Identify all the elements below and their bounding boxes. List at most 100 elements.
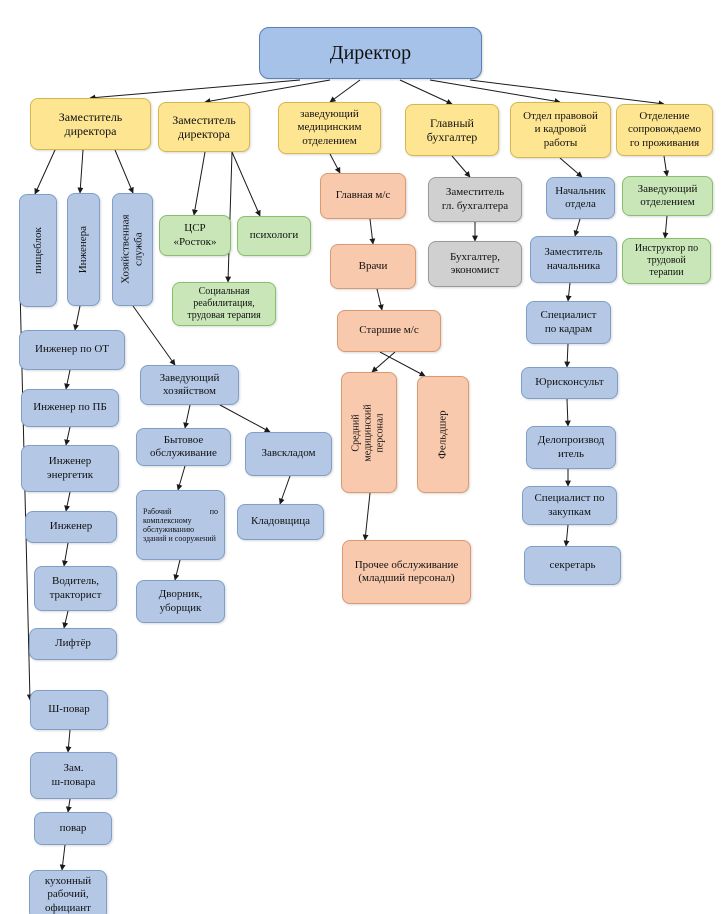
connector-arrow bbox=[362, 492, 371, 541]
node-engineer-label: Инженер bbox=[49, 520, 93, 533]
connector-arrow bbox=[376, 288, 384, 311]
connector-arrow bbox=[64, 426, 71, 446]
node-clerk-label: Делопроизвод итель bbox=[537, 434, 605, 460]
node-maintenance-service: Хозяйственная служба bbox=[112, 193, 153, 306]
node-head-of-household: Заведующий хозяйством bbox=[140, 365, 239, 405]
connector-arrow bbox=[77, 149, 84, 194]
connector-arrow bbox=[564, 343, 571, 368]
node-clerk: Делопроизвод итель bbox=[526, 426, 616, 469]
connector-arrow bbox=[469, 79, 665, 107]
node-legal-hr-department: Отдел правовой и кадровой работы bbox=[510, 102, 611, 158]
node-maintenance-service-label: Хозяйственная служба bbox=[119, 214, 145, 285]
connector-arrow bbox=[451, 155, 471, 178]
node-storekeeper: Кладовщица bbox=[237, 504, 324, 540]
node-deputy-accountant-label: Заместитель гл. бухгалтера bbox=[441, 186, 509, 212]
node-deputy-director-2: Заместитель директора bbox=[158, 102, 250, 152]
node-cook: повар bbox=[34, 812, 112, 845]
connector-arrow bbox=[564, 398, 571, 427]
node-chief-accountant: Главный бухгалтер bbox=[405, 104, 499, 156]
node-secretary: секретарь bbox=[524, 546, 621, 585]
connector-arrow bbox=[65, 798, 72, 813]
node-driver: Водитель, тракторист bbox=[34, 566, 117, 611]
node-hr-specialist: Специалист по кадрам bbox=[526, 301, 611, 344]
connector-arrow bbox=[573, 218, 581, 237]
node-doctors-label: Врачи bbox=[358, 259, 388, 272]
node-department-chief-label: Начальник отдела bbox=[555, 184, 606, 210]
connector-arrow bbox=[61, 542, 69, 567]
node-deputy-chief: Заместитель начальника bbox=[530, 236, 617, 283]
node-senior-nurses-label: Старшие м/с bbox=[359, 324, 419, 337]
node-deputy-chef-label: Зам. ш-повара bbox=[51, 762, 96, 788]
connector-arrow bbox=[278, 475, 291, 505]
node-accountant-economist: Бухгалтер, экономист bbox=[428, 241, 522, 287]
node-maintenance-worker: Рабочий по комплексному обслуживанию зда… bbox=[136, 490, 225, 560]
node-social-rehabilitation-label: Социальная реабилитация, трудовая терапи… bbox=[187, 286, 261, 321]
node-engineers: Инженера bbox=[67, 193, 100, 306]
connector-arrow bbox=[559, 157, 583, 178]
node-csr-rostok: ЦСР «Росток» bbox=[159, 215, 231, 256]
node-head-of-household-label: Заведующий хозяйством bbox=[159, 371, 220, 397]
node-other-service-label: Прочее обслуживание (младший персонал) bbox=[354, 558, 459, 584]
connector-arrow bbox=[219, 404, 271, 433]
connector-arrow bbox=[369, 218, 376, 245]
node-legal-hr-department-label: Отдел правовой и кадровой работы bbox=[523, 110, 598, 149]
node-warehouse-head-label: Завскладом bbox=[261, 447, 316, 460]
node-head-nurse: Главная м/с bbox=[320, 173, 406, 219]
connector-arrow bbox=[64, 491, 71, 512]
node-engineer-energy: Инженер энергетик bbox=[21, 445, 119, 492]
node-senior-nurses: Старшие м/с bbox=[337, 310, 441, 352]
connector-arrow bbox=[563, 524, 570, 547]
node-deputy-director-1-label: Заместитель директора bbox=[58, 109, 123, 138]
node-janitor-label: Дворник, уборщик bbox=[158, 588, 203, 614]
connector-arrow bbox=[371, 351, 396, 373]
node-labor-therapy-instructor-label: Инструктор по трудовой терапии bbox=[634, 243, 699, 278]
connector-arrow bbox=[191, 151, 206, 216]
node-engineer-energy-label: Инженер энергетик bbox=[46, 455, 94, 481]
node-driver-label: Водитель, тракторист bbox=[49, 575, 102, 601]
node-medical-head-label: заведующий медицинским отделением bbox=[297, 108, 362, 147]
connector-arrow bbox=[62, 610, 69, 629]
node-accommodation-head-label: Заведующий отделением bbox=[637, 182, 698, 208]
connector-arrow bbox=[204, 79, 331, 105]
node-deputy-chef: Зам. ш-повара bbox=[30, 752, 117, 799]
node-paramedic: Фельдшер bbox=[417, 376, 469, 493]
connector-arrow bbox=[399, 79, 453, 105]
node-middle-medical-staff: Средний медицинский персонал bbox=[341, 372, 397, 493]
node-deputy-accountant: Заместитель гл. бухгалтера bbox=[428, 177, 522, 222]
node-secretary-label: секретарь bbox=[549, 558, 596, 571]
connector-arrow bbox=[231, 151, 261, 217]
connector-arrow bbox=[565, 282, 572, 302]
node-deputy-director-2-label: Заместитель директора bbox=[172, 112, 236, 141]
node-maintenance-worker-label: Рабочий по комплексному обслуживанию зда… bbox=[143, 506, 218, 544]
node-storekeeper-label: Кладовщица bbox=[250, 515, 311, 528]
node-labor-therapy-instructor: Инструктор по трудовой терапии bbox=[622, 238, 711, 284]
node-engineers-label: Инженера bbox=[76, 225, 89, 274]
connector-arrow bbox=[73, 305, 81, 331]
node-chef-label: Ш-повар bbox=[48, 703, 90, 716]
node-paramedic-label: Фельдшер bbox=[436, 410, 449, 459]
node-csr-rostok-label: ЦСР «Росток» bbox=[173, 222, 217, 248]
node-department-chief: Начальник отдела bbox=[546, 177, 615, 219]
node-chief-accountant-label: Главный бухгалтер bbox=[426, 115, 478, 144]
node-accommodation-department: Отделение сопровождаемо го проживания bbox=[616, 104, 713, 156]
node-kitchen-worker: кухонный рабочий, официант bbox=[29, 870, 107, 914]
node-procurement-specialist-label: Специалист по закупкам bbox=[534, 492, 605, 518]
node-deputy-chief-label: Заместитель начальника bbox=[544, 246, 603, 272]
node-engineer-ot: Инженер по ОТ bbox=[19, 330, 125, 370]
node-director-label: Директор bbox=[329, 42, 412, 64]
node-household-service-label: Бытовое обслуживание bbox=[150, 433, 217, 459]
node-middle-medical-staff-label: Средний медицинский персонал bbox=[351, 403, 387, 462]
node-household-service: Бытовое обслуживание bbox=[136, 428, 231, 466]
node-accommodation-head: Заведующий отделением bbox=[622, 176, 713, 216]
node-kitchen-worker-label: кухонный рабочий, официант bbox=[44, 875, 92, 914]
node-lift-operator: Лифтёр bbox=[29, 628, 117, 660]
node-food-block: пищеблок bbox=[19, 194, 57, 307]
connector-arrow bbox=[59, 844, 66, 871]
connector-arrow bbox=[183, 404, 191, 429]
node-cook-label: повар bbox=[59, 821, 87, 834]
connector-arrow bbox=[176, 465, 186, 491]
connector-arrow bbox=[329, 79, 361, 103]
node-engineer-pb: Инженер по ПБ bbox=[21, 389, 119, 427]
node-food-block-label: пищеблок bbox=[31, 227, 44, 274]
